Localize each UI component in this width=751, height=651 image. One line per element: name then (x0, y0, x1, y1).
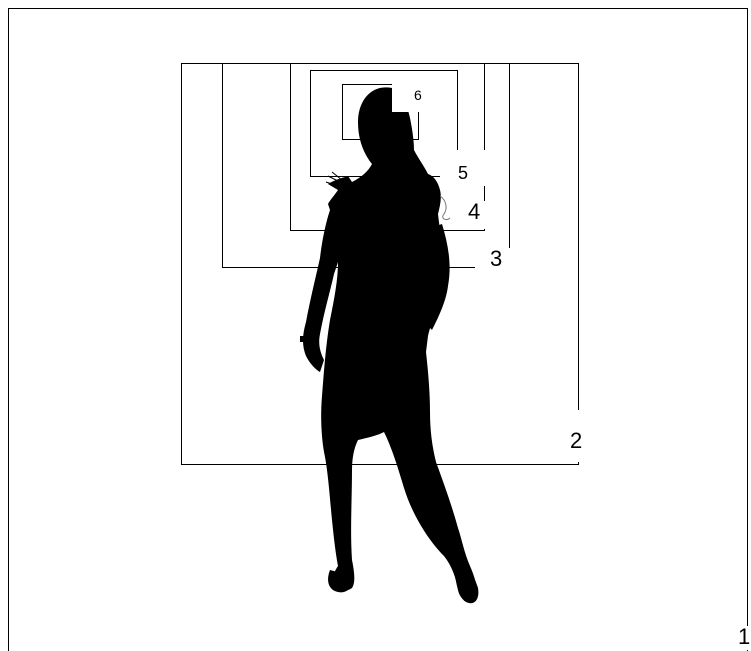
frame-4-label: 4 (468, 201, 490, 229)
frame-6-label: 6 (392, 72, 438, 112)
frame-3-label: 3 (475, 248, 515, 276)
frame-5-label: 5 (440, 150, 485, 186)
frame-2-label: 2 (554, 410, 594, 462)
frame-1-label: 1 (738, 626, 751, 650)
